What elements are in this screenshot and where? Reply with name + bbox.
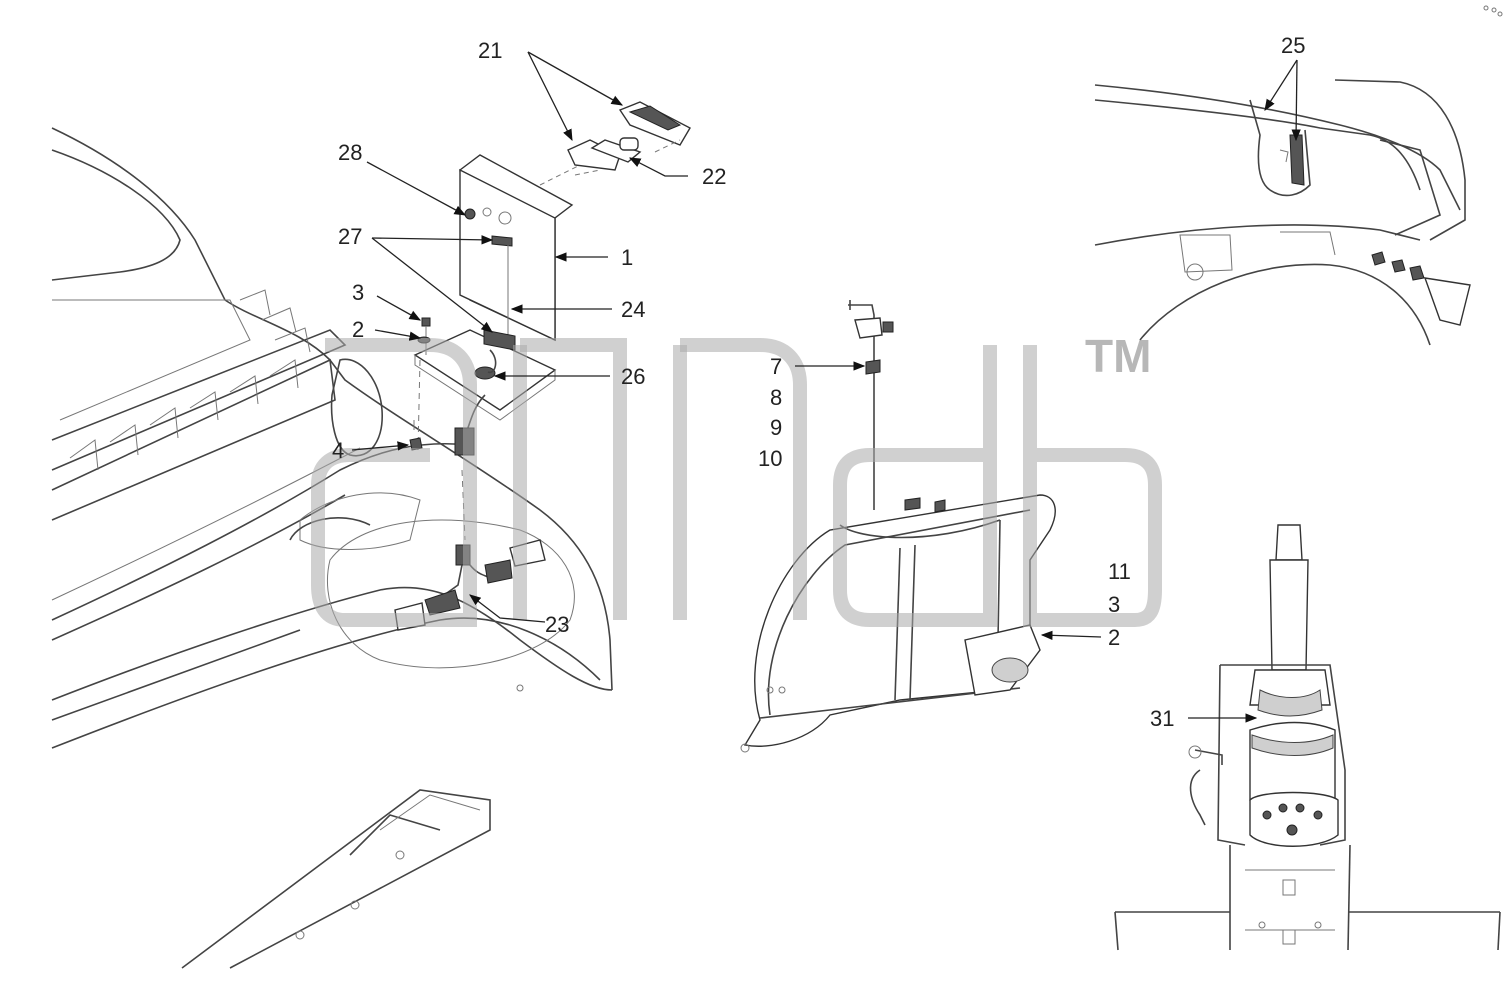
callout-10: 10 (758, 446, 782, 471)
callout-3-right: 3 (1108, 592, 1120, 617)
callout-31: 31 (1150, 706, 1174, 731)
callout-9: 9 (770, 415, 782, 440)
callout-labels: 21 22 28 27 1 3 24 2 26 4 23 7 8 9 10 11… (332, 33, 1305, 731)
steering-column-detail (1114, 524, 1501, 951)
callout-3-left: 3 (352, 280, 364, 305)
corner-mark (1483, 5, 1503, 17)
callout-21: 21 (478, 38, 502, 63)
callout-23: 23 (545, 612, 569, 637)
trademark-mark: TM (1085, 330, 1151, 382)
callout-4: 4 (332, 438, 344, 463)
callout-28: 28 (338, 140, 362, 165)
watermark-logo: TM (311, 330, 1162, 627)
callout-7: 7 (770, 354, 782, 379)
callout-8: 8 (770, 385, 782, 410)
callout-22: 22 (702, 164, 726, 189)
bracket-assembly (394, 101, 691, 631)
callout-11: 11 (1108, 559, 1131, 584)
callout-26: 26 (621, 364, 645, 389)
callout-2-right: 2 (1108, 625, 1120, 650)
tractor-hood-drawing (51, 127, 613, 969)
fender-detail (1094, 79, 1471, 346)
leader-lines (351, 51, 1301, 723)
handle-frame-assembly (740, 300, 1056, 753)
callout-27: 27 (338, 224, 362, 249)
callout-25: 25 (1281, 33, 1305, 58)
callout-2-left: 2 (352, 317, 364, 342)
callout-1: 1 (621, 245, 633, 270)
callout-24: 24 (621, 297, 645, 322)
